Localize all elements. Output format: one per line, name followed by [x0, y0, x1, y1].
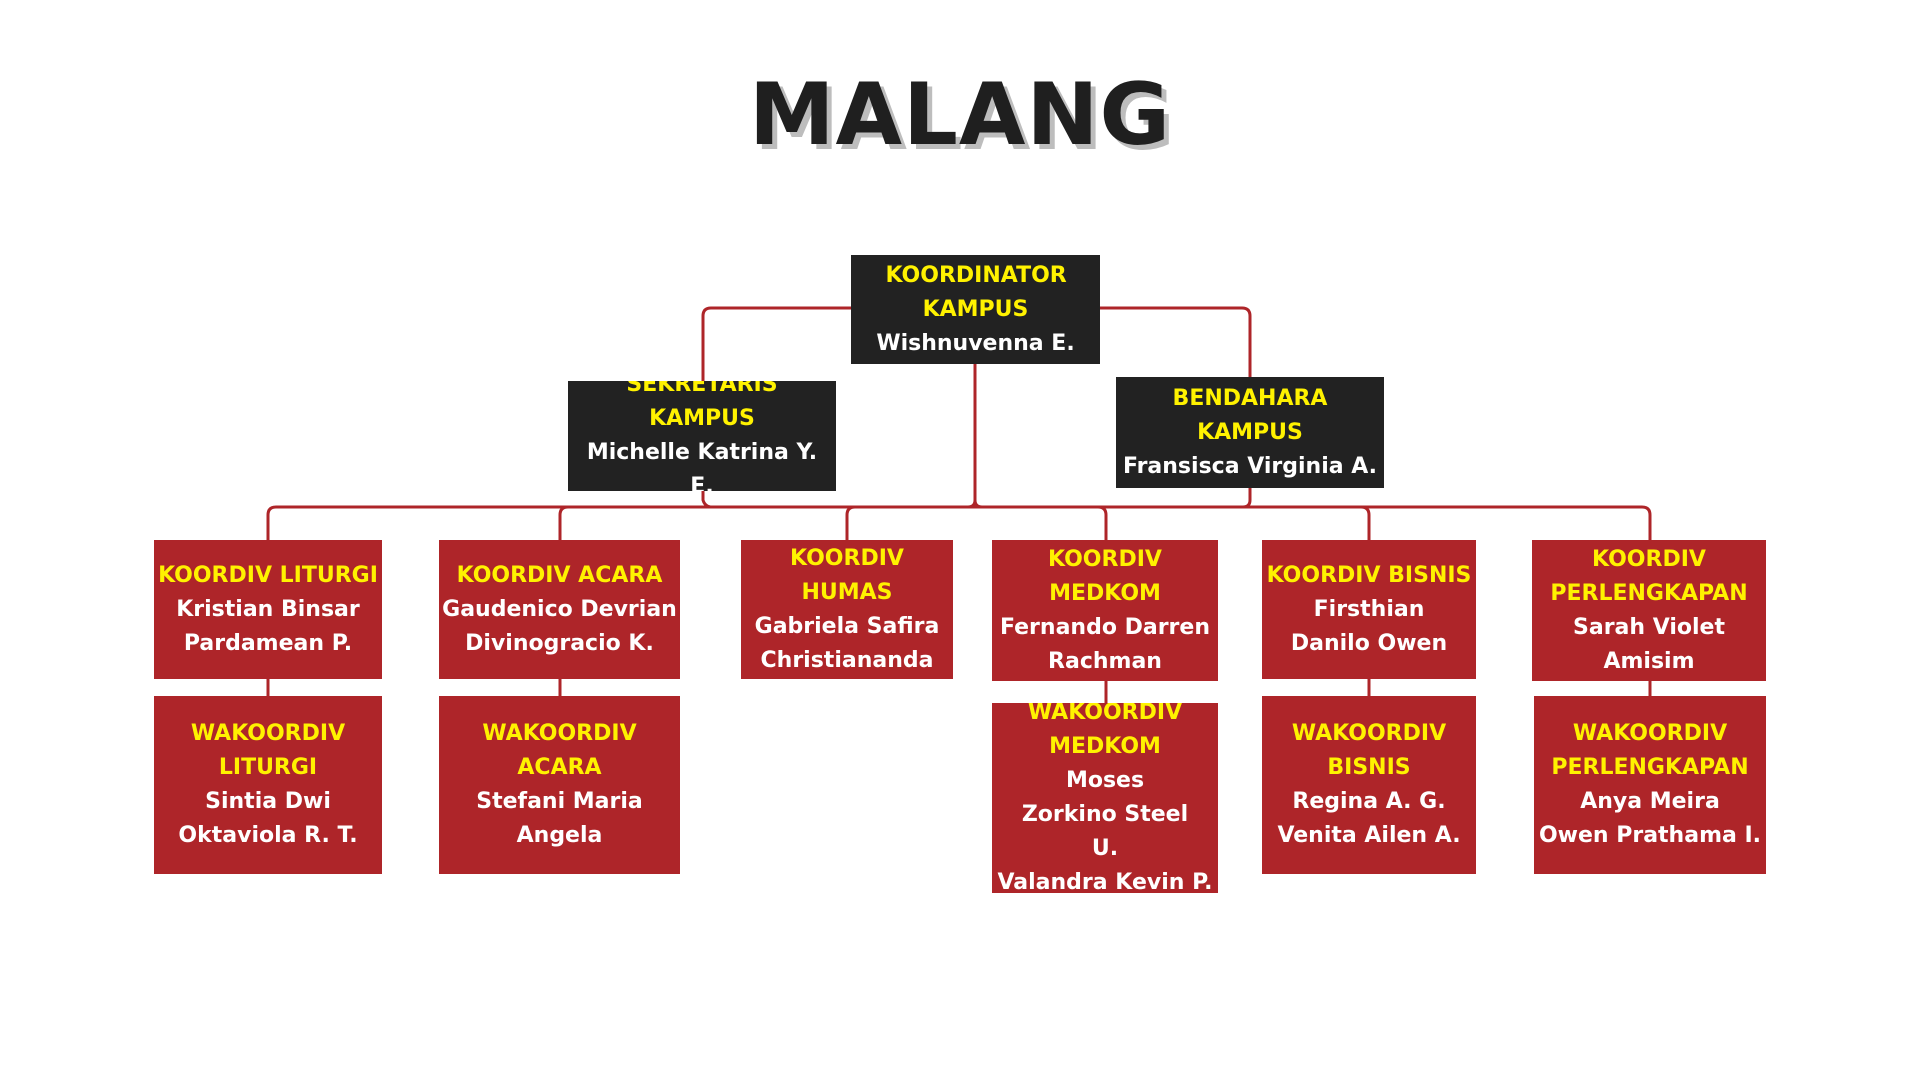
role-label: KOORDIV ACARA [456, 562, 663, 588]
person-name: Wishnuvenna E. [876, 330, 1075, 356]
connector-trunk-right [973, 487, 1252, 509]
connector-drop-perlengkapan [1641, 505, 1652, 541]
role-label: KOORDINATOR KAMPUS [885, 262, 1067, 322]
connector-koordinator-sekretaris [701, 306, 851, 382]
person-name: Stefani Maria Angela [476, 789, 643, 848]
koordiv-perlengkapan-box: KOORDIV PERLENGKAPAN Sarah Violet Amisim [1532, 540, 1766, 681]
wakoordiv-liturgi-box: WAKOORDIV LITURGI Sintia Dwi Oktaviola R… [154, 696, 382, 874]
person-name: Gabriela Safira Christiananda [754, 613, 940, 673]
person-name: Regina A. G. [1292, 789, 1446, 814]
role-label: WAKOORDIV BISNIS [1291, 721, 1447, 780]
koordiv-bisnis-box: KOORDIV BISNIS Firsthian Danilo Owen [1262, 540, 1476, 679]
role-label: KOORDIV LITURGI [158, 562, 378, 588]
role-label: KOORDIV BISNIS [1266, 562, 1472, 588]
wakoordiv-acara-box: WAKOORDIV ACARA Stefani Maria Angela [439, 696, 680, 874]
person-name: Kristian Binsar Pardamean P. [176, 596, 360, 656]
person-name: Anya Meira [1580, 789, 1720, 814]
role-label: BENDAHARA KAMPUS [1172, 385, 1328, 445]
person-name: Sarah Violet Amisim [1573, 614, 1725, 674]
person-name: Gaudenico Devrian Divinogracio K. [442, 596, 677, 656]
connector-drop-bisnis [1360, 505, 1371, 541]
person-name-2: Valandra Kevin P. [997, 870, 1213, 893]
connector-koordinator-bendahara [1100, 306, 1252, 378]
koordinator-kampus-box: KOORDINATOR KAMPUS Wishnuvenna E. [851, 255, 1100, 364]
person-name: Fernando Darren Rachman [1000, 614, 1210, 674]
role-label: WAKOORDIV ACARA [482, 721, 637, 780]
role-label: WAKOORDIV LITURGI [190, 721, 346, 780]
koordiv-acara-box: KOORDIV ACARA Gaudenico Devrian Divinogr… [439, 540, 680, 679]
koordiv-humas-box: KOORDIV HUMAS Gabriela Safira Christiana… [741, 540, 953, 679]
person-name: Fransisca Virginia A. [1122, 453, 1378, 479]
bendahara-kampus-box: BENDAHARA KAMPUS Fransisca Virginia A. [1116, 377, 1384, 488]
sekretaris-kampus-box: SEKRETARIS KAMPUS Michelle Katrina Y. E. [568, 381, 836, 491]
person-name: Moses Zorkino Steel U. [1021, 768, 1189, 861]
wakoordiv-medkom-box: WAKOORDIV MEDKOM Moses Zorkino Steel U. … [992, 703, 1218, 893]
person-name: Firsthian Danilo Owen [1290, 596, 1448, 656]
person-name-2: Venita Ailen A. [1277, 823, 1461, 848]
koordiv-medkom-box: KOORDIV MEDKOM Fernando Darren Rachman [992, 540, 1218, 681]
koordiv-liturgi-box: KOORDIV LITURGI Kristian Binsar Pardamea… [154, 540, 382, 679]
connector-drop-medkom [1097, 505, 1108, 541]
connector-drop-liturgi [266, 505, 277, 541]
person-name: Sintia Dwi Oktaviola R. T. [178, 789, 358, 848]
chart-title: MALANG [748, 65, 1172, 165]
connector-drop-acara [558, 505, 569, 541]
person-name-2: Owen Prathama I. [1538, 823, 1762, 848]
wakoordiv-perlengkapan-box: WAKOORDIV PERLENGKAPAN Anya Meira Owen P… [1534, 696, 1766, 874]
connector-drop-humas [845, 505, 856, 541]
wakoordiv-bisnis-box: WAKOORDIV BISNIS Regina A. G. Venita Ail… [1262, 696, 1476, 874]
role-label: WAKOORDIV PERLENGKAPAN [1551, 721, 1749, 780]
role-label: KOORDIV MEDKOM [1048, 546, 1162, 606]
role-label: SEKRETARIS KAMPUS [626, 381, 778, 431]
role-label: KOORDIV PERLENGKAPAN [1550, 546, 1748, 606]
person-name: Michelle Katrina Y. E. [586, 440, 818, 491]
role-label: WAKOORDIV MEDKOM [1027, 703, 1183, 759]
role-label: KOORDIV HUMAS [790, 545, 904, 605]
